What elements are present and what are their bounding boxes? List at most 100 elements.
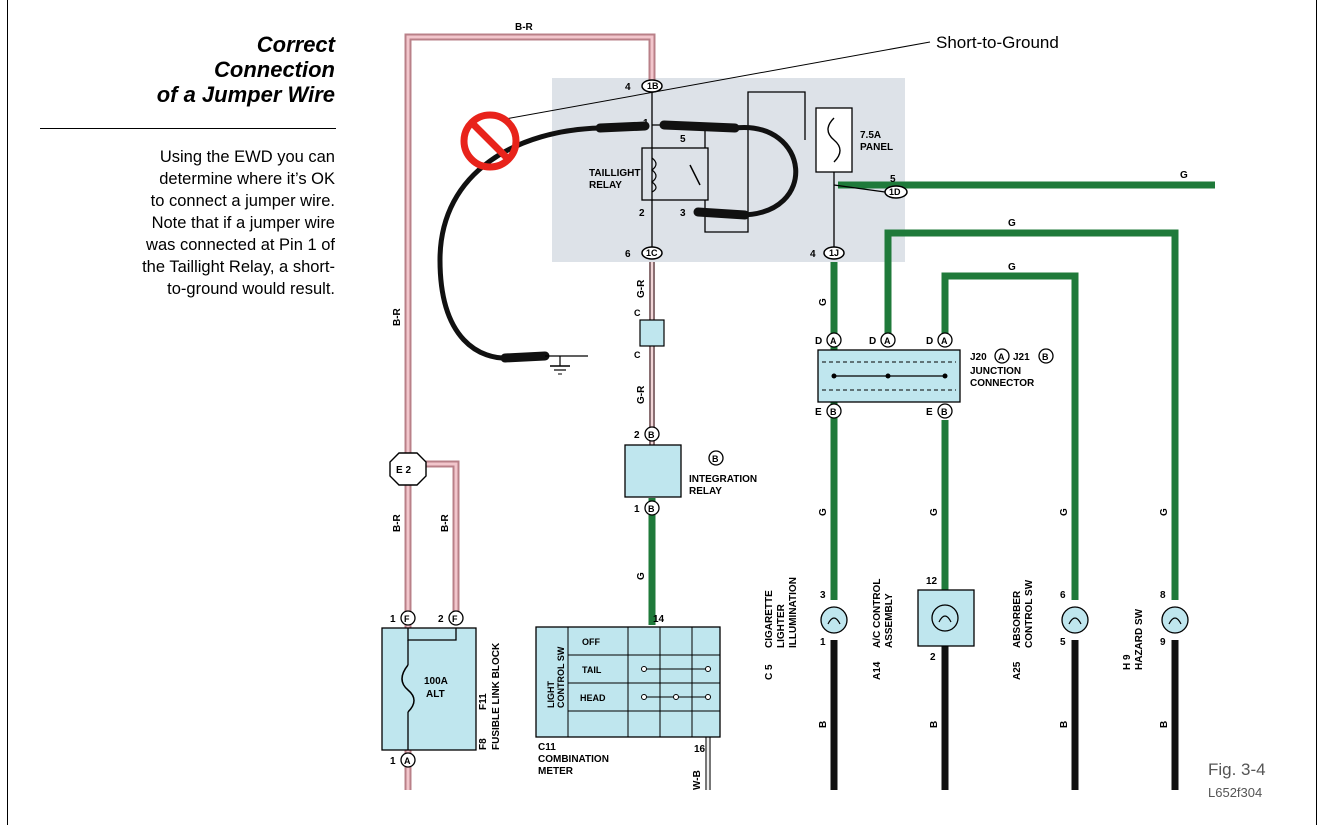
junction-label-3: JUNCTION <box>970 366 1021 377</box>
sidebar-title-line: Connection <box>214 57 335 82</box>
integration-relay-label-2: RELAY <box>689 486 722 497</box>
sidebar-divider <box>40 128 336 129</box>
wire-label-b: B <box>929 721 940 728</box>
connector-relay-bottom-label: 1C <box>646 248 658 258</box>
load-cigarette-lighter: 3 1 C 5 CIGARETTE LIGHTER ILLUMINATION <box>764 577 848 680</box>
load-ac-control: 12 2 A14 A/C CONTROL ASSEMBLY <box>872 576 975 680</box>
load-name: CONTROL SW <box>1024 579 1035 648</box>
b-r-wire <box>404 33 656 790</box>
fusible-label-3: FUSIBLE LINK BLOCK <box>491 642 502 750</box>
fusible-label-f11: F11 <box>478 693 489 710</box>
junction-label-4: CONNECTOR <box>970 378 1035 389</box>
sidebar-body-line: to connect a jumper wire. <box>150 192 335 210</box>
taillight-relay-label-2: RELAY <box>589 180 622 191</box>
junction-pin-d: D <box>869 336 876 347</box>
load-name: A/C CONTROL <box>872 579 883 648</box>
load-pin-top: 8 <box>1160 590 1166 601</box>
connector-fuse-down-label: 1J <box>829 248 839 258</box>
wire-label-b-r: B-R <box>392 513 403 532</box>
load-pin-bottom: 5 <box>1060 637 1066 648</box>
fusible-pin-f: F <box>404 614 410 624</box>
load-pin-top: 3 <box>820 590 826 601</box>
integration-relay-marker: B <box>712 454 719 464</box>
junction-pin-b: B <box>941 407 948 417</box>
sidebar-title-line: of a Jumper Wire <box>156 82 335 107</box>
sidebar-title-line: Correct <box>256 32 335 57</box>
inline-connector-c <box>639 319 665 347</box>
load-name: LIGHTER <box>776 603 787 648</box>
relay-pin: 2 <box>639 208 645 219</box>
wire-label-g: G <box>1159 508 1170 516</box>
connector-fuse-down <box>823 246 845 260</box>
load-id: H 9 <box>1122 654 1133 670</box>
integration-relay-pin-marker: B <box>648 504 655 514</box>
integration-relay-pin-marker: B <box>648 430 655 440</box>
figure-number: Fig. 3-4 <box>1208 760 1266 779</box>
sidebar-body-line: to-ground would result. <box>167 280 335 298</box>
fusible-pin-top: 1 <box>390 614 396 625</box>
wire-label-b-r: B-R <box>515 22 534 33</box>
junction-connector: A A A D D D B B E E J20 A J21 B JUNCTION… <box>815 332 1054 419</box>
sidebar-body: Using the EWD you can determine where it… <box>15 146 335 300</box>
junction-pin-e: E <box>815 407 822 418</box>
meter-pin-bottom: 16 <box>694 744 706 755</box>
wire-label-c: C <box>634 308 641 318</box>
g-wires <box>648 181 1215 625</box>
taillight-relay-label-1: TAILLIGHT <box>589 168 640 179</box>
wire-label-g: G <box>1008 262 1016 273</box>
meter-row-label: TAIL <box>582 665 602 675</box>
connector-fuse-down-num: 4 <box>810 249 816 260</box>
load-pin-top: 6 <box>1060 590 1066 601</box>
e2-label: E 2 <box>396 465 411 476</box>
panel-fuse: 7.5A PANEL <box>815 107 893 250</box>
junction-label-a: A <box>998 352 1005 362</box>
b-ground-wires <box>830 640 1179 790</box>
wire-label-g: G <box>1008 218 1016 229</box>
combination-meter: OFF TAIL HEAD LIGHT CONTROL SW 14 16 C11… <box>535 614 721 777</box>
meter-side-label-1: LIGHT <box>546 681 556 708</box>
load-name: HAZARD SW <box>1134 608 1145 670</box>
load-pin-bottom: 2 <box>930 652 936 663</box>
wire-label-b-r: B-R <box>392 307 403 326</box>
integration-relay-pin-bottom: 1 <box>634 504 640 515</box>
junction-pin-b: B <box>830 407 837 417</box>
connector-top-num: 4 <box>625 82 631 93</box>
load-id: A25 <box>1012 661 1023 680</box>
load-name: ABSORBER <box>1012 590 1023 648</box>
meter-label-1: C11 <box>538 742 556 753</box>
load-id: C 5 <box>764 664 775 680</box>
callout-text: Short-to-Ground <box>936 33 1059 52</box>
load-id: A14 <box>872 661 883 680</box>
jumper-wire-ok <box>659 120 799 220</box>
fusible-link-block: F 1 F 2 A 1 100A ALT F8 F11 FUSIBLE LINK… <box>381 610 502 768</box>
prohibit-icon <box>460 111 520 171</box>
load-name: ASSEMBLY <box>884 593 895 648</box>
wire-label-g: G <box>636 572 647 580</box>
junction-label-j21: J21 <box>1013 352 1030 363</box>
callout-line <box>499 41 931 121</box>
load-pin-bottom: 1 <box>820 637 826 648</box>
connector-fuse-out-label: 1D <box>889 187 901 197</box>
fusible-pin-top: 2 <box>438 614 444 625</box>
page-frame-right <box>1316 0 1317 825</box>
junction-pin-a: A <box>884 336 891 346</box>
wire-label-b: B <box>818 721 829 728</box>
sidebar-body-line: Note that if a jumper wire <box>151 214 335 232</box>
junction-label-b: B <box>1042 352 1049 362</box>
sidebar-body-line: the Taillight Relay, a short- <box>142 258 335 276</box>
e2-connector: E 2 <box>389 452 427 486</box>
wire-label-g: G <box>1059 508 1070 516</box>
fusible-pin-f: F <box>452 614 458 624</box>
wire-label-g: G <box>929 508 940 516</box>
wire-label-g: G <box>818 298 829 306</box>
integration-relay: B 2 B 1 B INTEGRATION RELAY <box>624 426 757 516</box>
meter-label-3: METER <box>538 766 574 777</box>
wire-label-b: B <box>1159 721 1170 728</box>
connector-relay-bottom-num: 6 <box>625 249 631 260</box>
load-absorber-control: 6 5 A25 ABSORBER CONTROL SW <box>1012 579 1089 680</box>
fusible-rating-1: 100A <box>424 676 448 687</box>
panel-fuse-label-2: PANEL <box>860 142 893 153</box>
fusible-label-f8: F8 <box>478 738 489 750</box>
integration-relay-label-1: INTEGRATION <box>689 474 757 485</box>
